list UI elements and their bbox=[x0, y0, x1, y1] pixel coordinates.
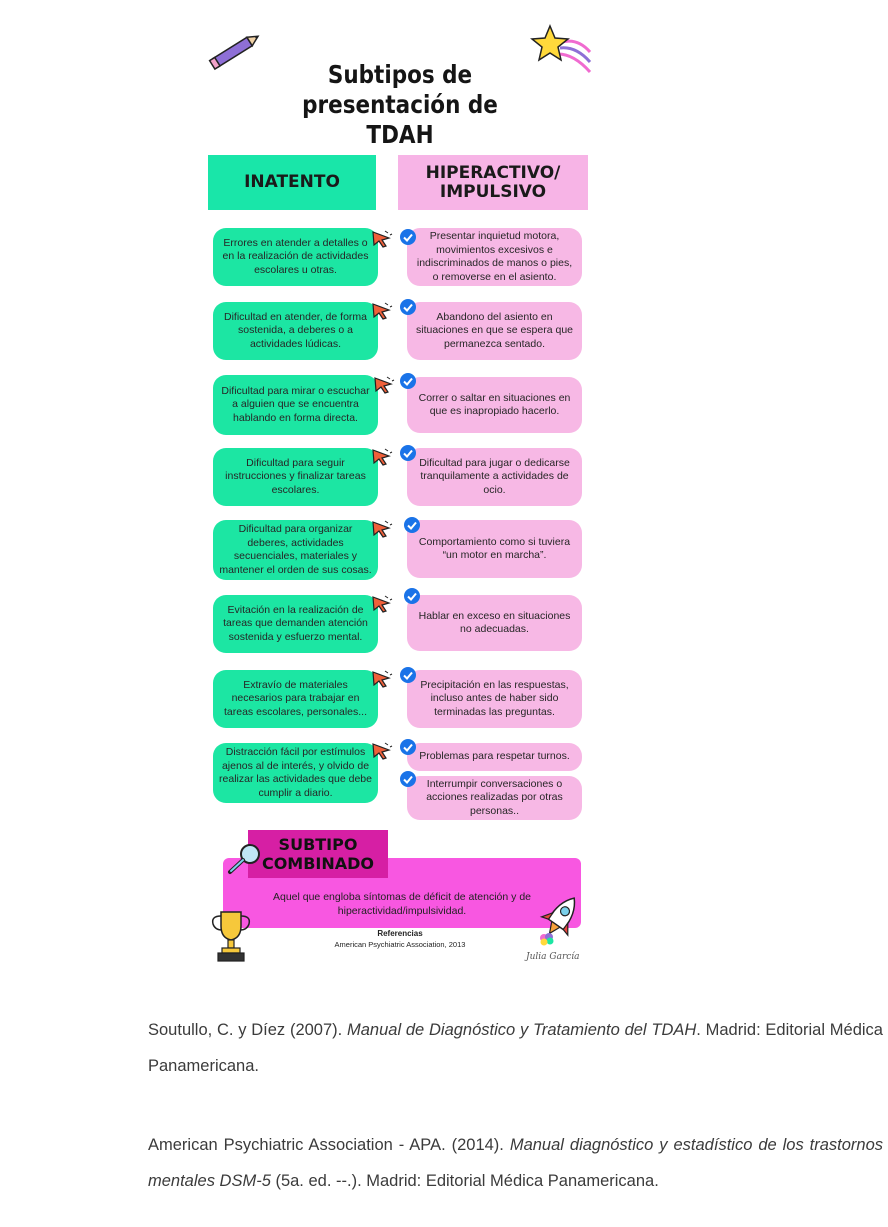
inattentive-item: Dificultad para organizar deberes, activ… bbox=[213, 520, 378, 580]
check-badge-icon bbox=[404, 588, 420, 604]
reference-publisher: (5a. ed. --.). Madrid: Editorial Médica … bbox=[270, 1172, 659, 1190]
reference-authors: American Psychiatric Association - APA. … bbox=[148, 1136, 510, 1154]
hyperactive-item: Correr o saltar en situaciones en que es… bbox=[407, 377, 582, 433]
hyperactive-header: HIPERACTIVO/ IMPULSIVO bbox=[398, 155, 588, 210]
inattentive-item: Evitación en la realización de tareas qu… bbox=[213, 595, 378, 653]
references-heading: Referencias bbox=[377, 929, 423, 938]
check-badge-icon bbox=[400, 229, 416, 245]
hyperactive-item: Comportamiento como si tuviera “un motor… bbox=[407, 520, 582, 578]
reference-authors: Soutullo, C. y Díez (2007). bbox=[148, 1021, 347, 1039]
combined-description-box: Aquel que engloba síntomas de déficit de… bbox=[223, 858, 581, 928]
inattentive-item: Errores en atender a detalles o en la re… bbox=[213, 228, 378, 286]
reference-title: Manual de Diagnóstico y Tratamiento del … bbox=[347, 1021, 697, 1039]
cursor-arrow-icon bbox=[372, 230, 393, 248]
check-badge-icon bbox=[400, 445, 416, 461]
cursor-arrow-icon bbox=[372, 302, 393, 320]
cursor-arrow-icon bbox=[372, 595, 393, 613]
reference-title: Manual diagnóstico y estadístico de los … bbox=[148, 1136, 884, 1190]
hyperactive-item: Precipitación en las respuestas, incluso… bbox=[407, 670, 582, 728]
hyperactive-item: Problemas para respetar turnos. bbox=[407, 743, 582, 771]
poster-title: Subtipos de presentación de TDAH bbox=[302, 60, 498, 149]
author-signature: Julia García bbox=[526, 952, 580, 962]
combined-subtype-label: SUBTIPO COMBINADO bbox=[248, 830, 388, 878]
check-badge-icon bbox=[400, 771, 416, 787]
magnifier-icon bbox=[228, 844, 260, 874]
reference-entry: American Psychiatric Association - APA. … bbox=[148, 1127, 883, 1199]
cursor-arrow-icon bbox=[374, 376, 395, 394]
trophy-icon bbox=[211, 911, 251, 962]
hyperactive-item: Abandono del asiento en situaciones en q… bbox=[407, 302, 582, 360]
check-badge-icon bbox=[400, 299, 416, 315]
hyperactive-item: Hablar en exceso en situaciones no adecu… bbox=[407, 595, 582, 651]
hyperactive-item: Dificultad para jugar o dedicarse tranqu… bbox=[407, 448, 582, 506]
check-badge-icon bbox=[400, 739, 416, 755]
combined-description: Aquel que engloba síntomas de déficit de… bbox=[272, 891, 531, 917]
reference-publisher: . Madrid: Editorial Médica Panamericana. bbox=[148, 1021, 883, 1075]
infographic-poster: Subtipos de presentación de TDAH INATENT… bbox=[200, 20, 600, 975]
cursor-arrow-icon bbox=[372, 520, 393, 538]
inattentive-item: Dificultad para mirar o escuchar a algui… bbox=[213, 375, 378, 435]
inattentive-item: Dificultad para seguir instrucciones y f… bbox=[213, 448, 378, 506]
cursor-arrow-icon bbox=[372, 448, 393, 466]
references-text: American Psychiatric Association, 2013 bbox=[334, 940, 466, 949]
hyperactive-item: Presentar inquietud motora, movimientos … bbox=[407, 228, 582, 286]
inattentive-item: Distracción fácil por estímulos ajenos a… bbox=[213, 743, 378, 803]
star-icon bbox=[530, 24, 592, 73]
reference-entry: Soutullo, C. y Díez (2007). Manual de Di… bbox=[148, 1012, 883, 1084]
hyperactive-item: Interrumpir conversaciones o acciones re… bbox=[407, 776, 582, 820]
inattentive-item: Extravío de materiales necesarios para t… bbox=[213, 670, 378, 728]
check-badge-icon bbox=[404, 517, 420, 533]
cursor-arrow-icon bbox=[372, 742, 393, 760]
pencil-icon bbox=[208, 35, 260, 71]
check-badge-icon bbox=[400, 373, 416, 389]
inattentive-header: INATENTO bbox=[208, 155, 376, 210]
inattentive-item: Dificultad en atender, de forma sostenid… bbox=[213, 302, 378, 360]
brain-logo-icon bbox=[540, 933, 554, 946]
cursor-arrow-icon bbox=[372, 670, 393, 688]
check-badge-icon bbox=[400, 667, 416, 683]
rocket-icon bbox=[539, 897, 576, 937]
